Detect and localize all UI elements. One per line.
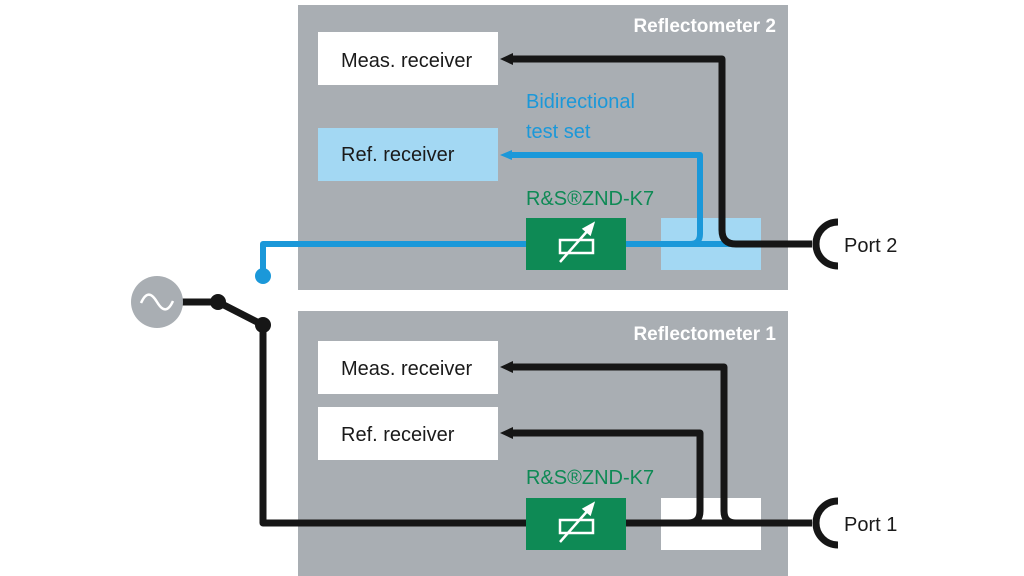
r2-meas-receiver-box — [318, 32, 498, 85]
switch-contact-blue — [255, 268, 271, 284]
port-connector-icon — [812, 218, 839, 270]
r1-ref-receiver-box — [318, 407, 498, 460]
port-connector-icon — [812, 497, 839, 549]
reflectometer-2-title: Reflectometer 2 — [633, 16, 776, 37]
sine-wave-glyph — [139, 293, 175, 311]
blue-signal-path — [260, 152, 740, 276]
r1-attenuator — [526, 498, 626, 550]
switch-pivot — [210, 294, 226, 310]
r1-meas-receiver-arrow — [500, 361, 513, 373]
reflectometer-1-title: Reflectometer 1 — [633, 324, 776, 345]
variable-attenuator-icon — [558, 221, 596, 263]
r1-meas-receiver-label: Meas. receiver — [341, 358, 472, 380]
r2-meas-receiver-label: Meas. receiver — [341, 50, 472, 72]
test-set-label-line2: test set — [526, 121, 591, 143]
signal-source — [131, 276, 271, 333]
r1-signal-path — [259, 325, 812, 527]
r1-ref-receiver-arrow — [500, 427, 513, 439]
r2-meas-path — [512, 55, 812, 248]
r1-meas-receiver-box — [318, 341, 498, 394]
r2-ref-receiver-label: Ref. receiver — [341, 144, 455, 166]
r1-source-line — [259, 325, 530, 527]
r1-ref-receiver-label: Ref. receiver — [341, 424, 455, 446]
r2-ref-receiver-box — [318, 128, 498, 181]
test-set-label-line1: Bidirectional — [526, 91, 635, 113]
r1-ref-feed — [512, 429, 704, 527]
switch-contact-black — [255, 317, 271, 333]
blue-ref-feed — [510, 152, 703, 247]
r2-attenuator — [526, 218, 626, 270]
port-2-label: Port 2 — [844, 235, 897, 257]
r1-meas-feed — [512, 363, 737, 527]
r2-meas-receiver-arrow — [500, 53, 513, 65]
variable-attenuator-icon — [558, 501, 596, 543]
r2-option-label: R&S®ZND-K7 — [526, 188, 654, 210]
blue-source-line — [260, 241, 530, 276]
r1-option-label: R&S®ZND-K7 — [526, 467, 654, 489]
r2-ref-receiver-arrow — [500, 150, 512, 160]
port-1: Port 1 — [812, 497, 897, 549]
rf-switch-icon — [216, 298, 265, 329]
port-2: Port 2 — [812, 218, 897, 270]
reflectometer-1-panel: Reflectometer 1 Meas. receiver Ref. rece… — [298, 311, 788, 576]
port-1-label: Port 1 — [844, 514, 897, 536]
